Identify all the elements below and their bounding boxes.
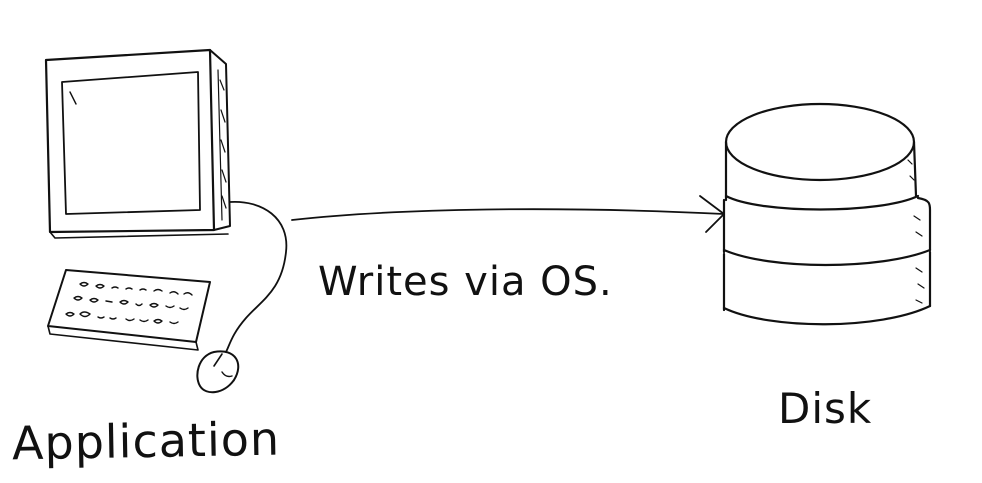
keyboard-icon bbox=[47, 269, 211, 351]
disk-label: Disk bbox=[778, 384, 873, 433]
mouse-cable bbox=[225, 201, 288, 353]
write-arrow bbox=[291, 195, 725, 233]
mouse-icon bbox=[196, 350, 240, 394]
disk-stack-icon bbox=[722, 102, 932, 326]
arrow-label: Writes via OS. bbox=[318, 259, 613, 305]
application-label: Application bbox=[11, 411, 281, 471]
computer-monitor-icon bbox=[44, 48, 231, 239]
